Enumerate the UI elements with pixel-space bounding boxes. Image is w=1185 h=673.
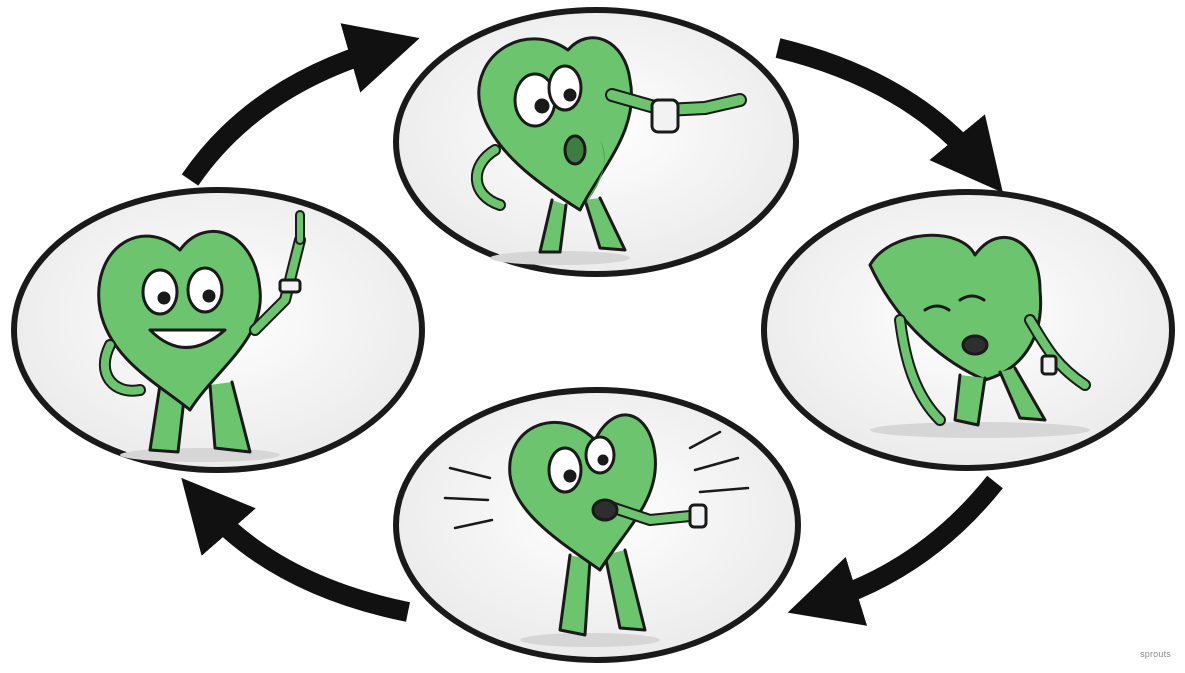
arrow-top-to-right — [778, 48, 980, 165]
arrow-bottom-to-left — [205, 505, 408, 612]
arrow-right-to-bottom — [822, 482, 995, 602]
arrow-left-to-top — [190, 48, 385, 180]
watermark-text: sprouts — [1140, 649, 1171, 659]
